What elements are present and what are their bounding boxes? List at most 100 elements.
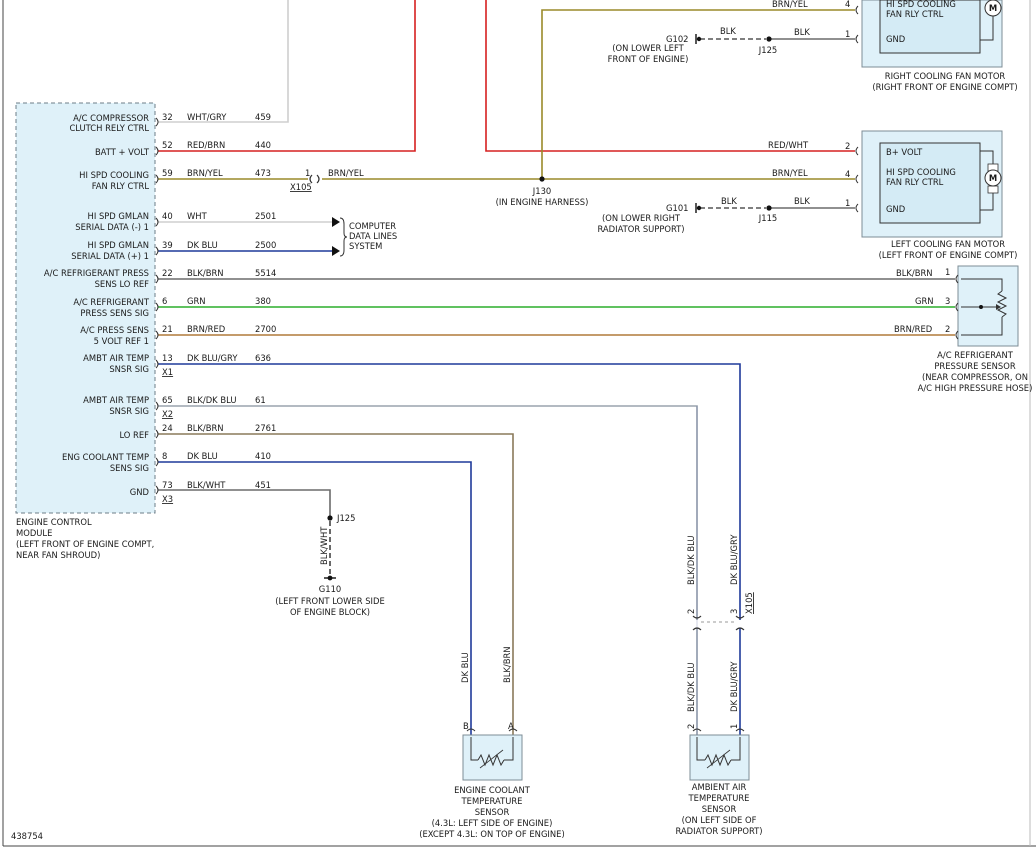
left-fan-pin2-tick <box>855 146 859 156</box>
ac-sensor-pin2-tick <box>955 330 959 340</box>
j125-right-label: J125 <box>758 45 777 55</box>
ect-int-right <box>504 737 514 761</box>
ac-sensor-node <box>979 305 983 309</box>
left-fan-motor-symbol <box>984 169 1002 187</box>
left-fan-pin2: 2 <box>845 141 850 151</box>
splice-j125-right <box>766 36 772 42</box>
wire-color-32: WHT/GRY <box>187 112 227 122</box>
left-fan-motor-m: M <box>989 173 997 183</box>
ecm-caption-3: (LEFT FRONT OF ENGINE COMPT, <box>16 539 154 549</box>
pin-name-gmlan-low-2: SERIAL DATA (-) 1 <box>75 222 149 232</box>
left-fan-pin1-tick <box>855 203 859 213</box>
pin-name-ect-2: SENS SIG <box>110 463 149 473</box>
arrow-gmlan-low <box>332 217 340 227</box>
wire-color-65: BLK/DK BLU <box>187 395 236 405</box>
ac-pressure-sensor-box <box>957 265 1019 347</box>
pin-num-32: 32 <box>162 112 173 122</box>
circuit-2761: 2761 <box>255 423 276 433</box>
x105-amb-b-bottom <box>735 627 745 631</box>
ect-pin-b: B <box>463 721 469 731</box>
pin-name-ac-lo-ref-2: SENS LO REF <box>95 279 150 289</box>
g102-label: G102 <box>666 34 688 44</box>
right-fan-title-2: (RIGHT FRONT OF ENGINE COMPT) <box>872 82 1017 92</box>
pin-name-ac-clutch-1: A/C COMPRESSOR <box>73 113 149 123</box>
aat-thermistor <box>704 753 732 767</box>
pin-name-ac-5v-2: 5 VOLT REF 1 <box>94 336 149 346</box>
right-fan-relay-box <box>879 0 981 54</box>
wire-color-73: BLK/WHT <box>187 480 226 490</box>
right-fan-title-1: RIGHT COOLING FAN MOTOR <box>885 71 1006 81</box>
wire-dk-blu-410 <box>158 461 472 735</box>
left-fan-relay-box <box>879 142 981 224</box>
g110-label: G110 <box>319 584 341 594</box>
pin-name-gmlan-high-1: HI SPD GMLAN <box>88 240 149 250</box>
right-fan-wire-color: BRN/YEL <box>772 0 808 9</box>
j125-ecm-label: J125 <box>336 513 355 523</box>
pin-name-lo-ref: LO REF <box>119 430 149 440</box>
g110-location-1: (LEFT FRONT LOWER SIDE <box>275 596 384 606</box>
circuit-473: 473 <box>255 168 271 178</box>
pin-name-ambt-sig-1: AMBT AIR TEMP <box>83 353 149 363</box>
pin-num-21: 21 <box>162 324 173 334</box>
x105-wire-color: BRN/YEL <box>328 168 364 178</box>
x105-amb-a-top <box>692 615 702 619</box>
wire-red-wht <box>485 0 855 152</box>
aat-wire-lower-right-color: DK BLU/GRY <box>729 661 739 712</box>
g102-wire-color: BLK <box>720 26 736 36</box>
ac-sensor-pin2: 2 <box>945 324 950 334</box>
ect-sensor-box <box>462 734 523 781</box>
left-fan-b-volt: B+ VOLT <box>886 147 923 157</box>
x105-pin-1: 1 <box>305 168 310 178</box>
connector-x3: X3 <box>162 494 173 504</box>
left-fan-pin1: 1 <box>845 198 850 208</box>
left-fan-relay-2: FAN RLY CTRL <box>886 177 944 187</box>
ac-sensor-wire3-color: BRN/RED <box>894 324 932 334</box>
pin-name-ac-sig-2: PRESS SENS SIG <box>80 308 149 318</box>
pin-num-8: 8 <box>162 451 167 461</box>
pin-num-65: 65 <box>162 395 173 405</box>
aat-pin-1-tick <box>735 728 745 732</box>
circuit-451: 451 <box>255 480 271 490</box>
circuit-5514: 5514 <box>255 268 276 278</box>
aat-sensor-box <box>689 734 750 781</box>
g110-wire-color: BLK/WHT <box>319 526 329 565</box>
ect-thermistor <box>477 753 505 767</box>
ecm-pin-names: A/C COMPRESSOR CLUTCH RELY CTRL BATT + V… <box>44 113 150 497</box>
ac-sensor-title-3: (NEAR COMPRESSOR, ON <box>922 372 1028 382</box>
right-fan-motor-m: M <box>989 3 997 13</box>
ground-g102 <box>696 36 702 42</box>
left-fan-gnd-wire-color: BLK <box>794 196 810 206</box>
left-fan-motor-wire-bottom <box>980 193 994 211</box>
circuit-440: 440 <box>255 140 271 150</box>
x105-label: X105 <box>290 182 312 192</box>
ac-sensor-title-4: A/C HIGH PRESSURE HOSE) <box>918 383 1033 393</box>
wire-blk-brn-2761 <box>158 433 514 735</box>
ect-int-left <box>470 737 478 761</box>
aat-caption-2: TEMPERATURE <box>688 793 750 803</box>
j115-label: J115 <box>758 213 777 223</box>
wire-brn-yel-right-fan <box>541 9 855 179</box>
ac-sensor-pin1-tick <box>955 274 959 284</box>
right-fan-gnd-wire-color: BLK <box>794 27 810 37</box>
ect-pin-a: A <box>508 721 514 731</box>
left-fan-pin4-tick <box>855 174 859 184</box>
ect-caption-1: ENGINE COOLANT <box>454 785 531 795</box>
wire-color-52: RED/BRN <box>187 140 225 150</box>
pin-num-52: 52 <box>162 140 173 150</box>
splice-j125-ecm <box>327 515 333 521</box>
pin-name-ac-lo-ref-1: A/C REFRIGERANT PRESS <box>44 268 149 278</box>
pin-num-39: 39 <box>162 240 173 250</box>
ect-wire-b-color: DK BLU <box>460 652 470 683</box>
right-fan-pin4: 4 <box>845 0 850 9</box>
x105-amb-pin3: 3 <box>729 609 739 614</box>
ac-sensor-int-bottom <box>961 317 1003 336</box>
g101-location-1: (ON LOWER RIGHT <box>602 213 681 223</box>
data-lines-1: COMPUTER <box>349 221 396 231</box>
g101-location-2: RADIATOR SUPPORT) <box>597 224 684 234</box>
g101-label: G101 <box>666 203 688 213</box>
right-fan-motor-wire <box>980 16 994 41</box>
aat-wire-lower-left-color: BLK/DK BLU <box>686 663 696 712</box>
ac-sensor-wire1-color: BLK/BRN <box>896 268 933 278</box>
